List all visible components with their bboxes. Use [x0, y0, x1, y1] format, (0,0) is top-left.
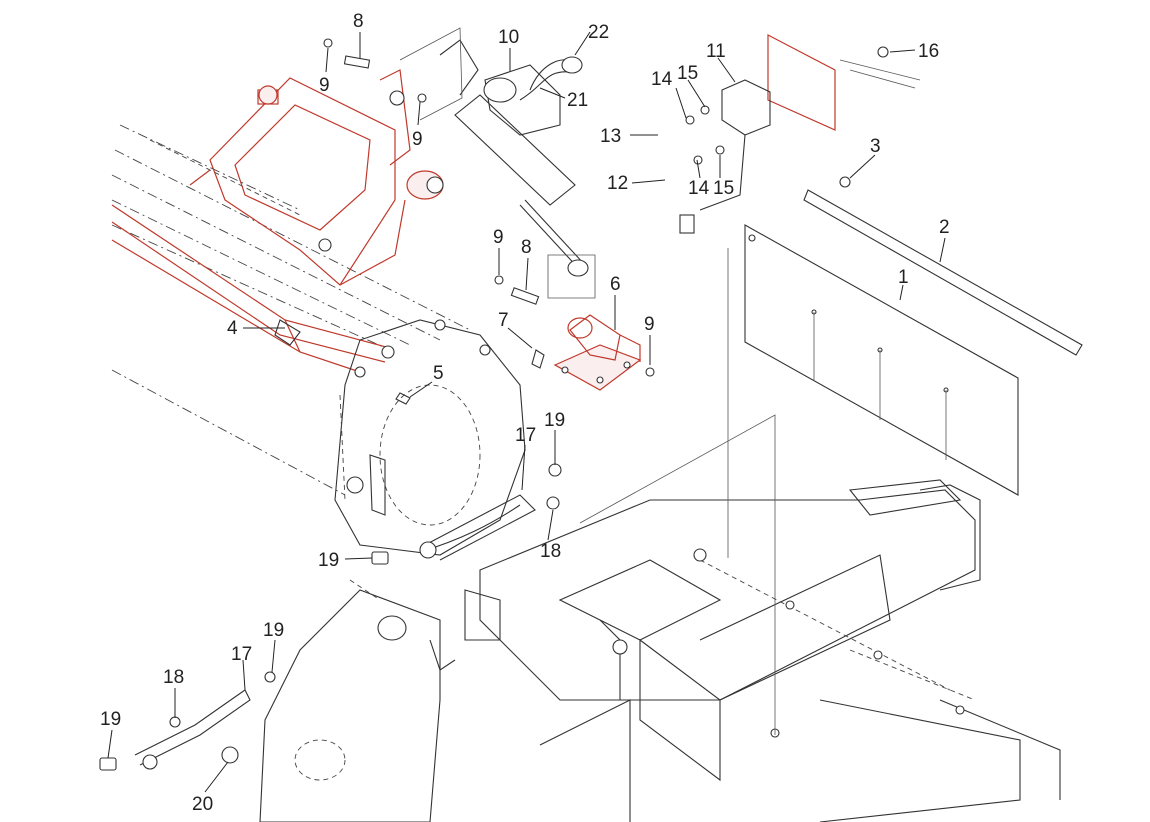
- callout-10: 10: [498, 27, 519, 48]
- callout-18: 18: [540, 541, 561, 562]
- callout-19: 19: [100, 709, 121, 730]
- callout-4: 4: [227, 318, 238, 339]
- hydraulic-cylinder: [399, 27, 596, 299]
- callout-19: 19: [263, 620, 284, 641]
- pins-and-bolts: [323, 38, 655, 405]
- lift-frame-highlight: [189, 69, 444, 286]
- callout-7: 7: [498, 310, 509, 331]
- callout-6: 6: [610, 274, 621, 295]
- callout-9: 9: [412, 129, 423, 150]
- callout-17: 17: [231, 644, 252, 665]
- callout-17: 17: [515, 425, 536, 446]
- callout-15: 15: [713, 178, 734, 199]
- callout-3: 3: [870, 136, 881, 157]
- hose-fitting: [519, 56, 583, 101]
- callout-9: 9: [644, 314, 655, 335]
- callout-16: 16: [918, 41, 939, 62]
- leader-lines: [107, 31, 946, 793]
- callout-11: 11: [706, 41, 726, 62]
- callout-2: 2: [939, 217, 950, 238]
- support-arm-upper: [371, 463, 562, 565]
- callout-13: 13: [600, 126, 621, 147]
- callout-8: 8: [353, 11, 364, 32]
- callout-14: 14: [688, 178, 710, 199]
- boom-assembly: [111, 124, 471, 496]
- control-box: [679, 34, 921, 234]
- callout-labels: 8 9 9 10 22 21 11 16 14 15 13 12 14 15 3…: [100, 11, 950, 815]
- support-arm-lower: [99, 671, 276, 771]
- callout-9: 9: [493, 227, 504, 248]
- chassis-frame: [464, 248, 1061, 822]
- callout-5: 5: [433, 363, 444, 384]
- boom-arm-highlight: [111, 204, 395, 378]
- lower-side-plate: [259, 579, 456, 822]
- callout-19: 19: [318, 550, 339, 571]
- callout-22: 22: [588, 22, 609, 43]
- callout-9: 9: [319, 75, 330, 96]
- callout-12: 12: [607, 173, 628, 194]
- callout-21: 21: [567, 90, 588, 111]
- callout-14: 14: [651, 69, 673, 90]
- cylinder-bracket: [553, 314, 642, 391]
- callout-18: 18: [163, 667, 184, 688]
- callout-8: 8: [521, 237, 532, 258]
- guard-panel: [744, 176, 1083, 496]
- callout-20: 20: [192, 794, 213, 815]
- callout-15: 15: [677, 63, 698, 84]
- callout-19: 19: [544, 410, 565, 431]
- callout-1: 1: [898, 267, 909, 288]
